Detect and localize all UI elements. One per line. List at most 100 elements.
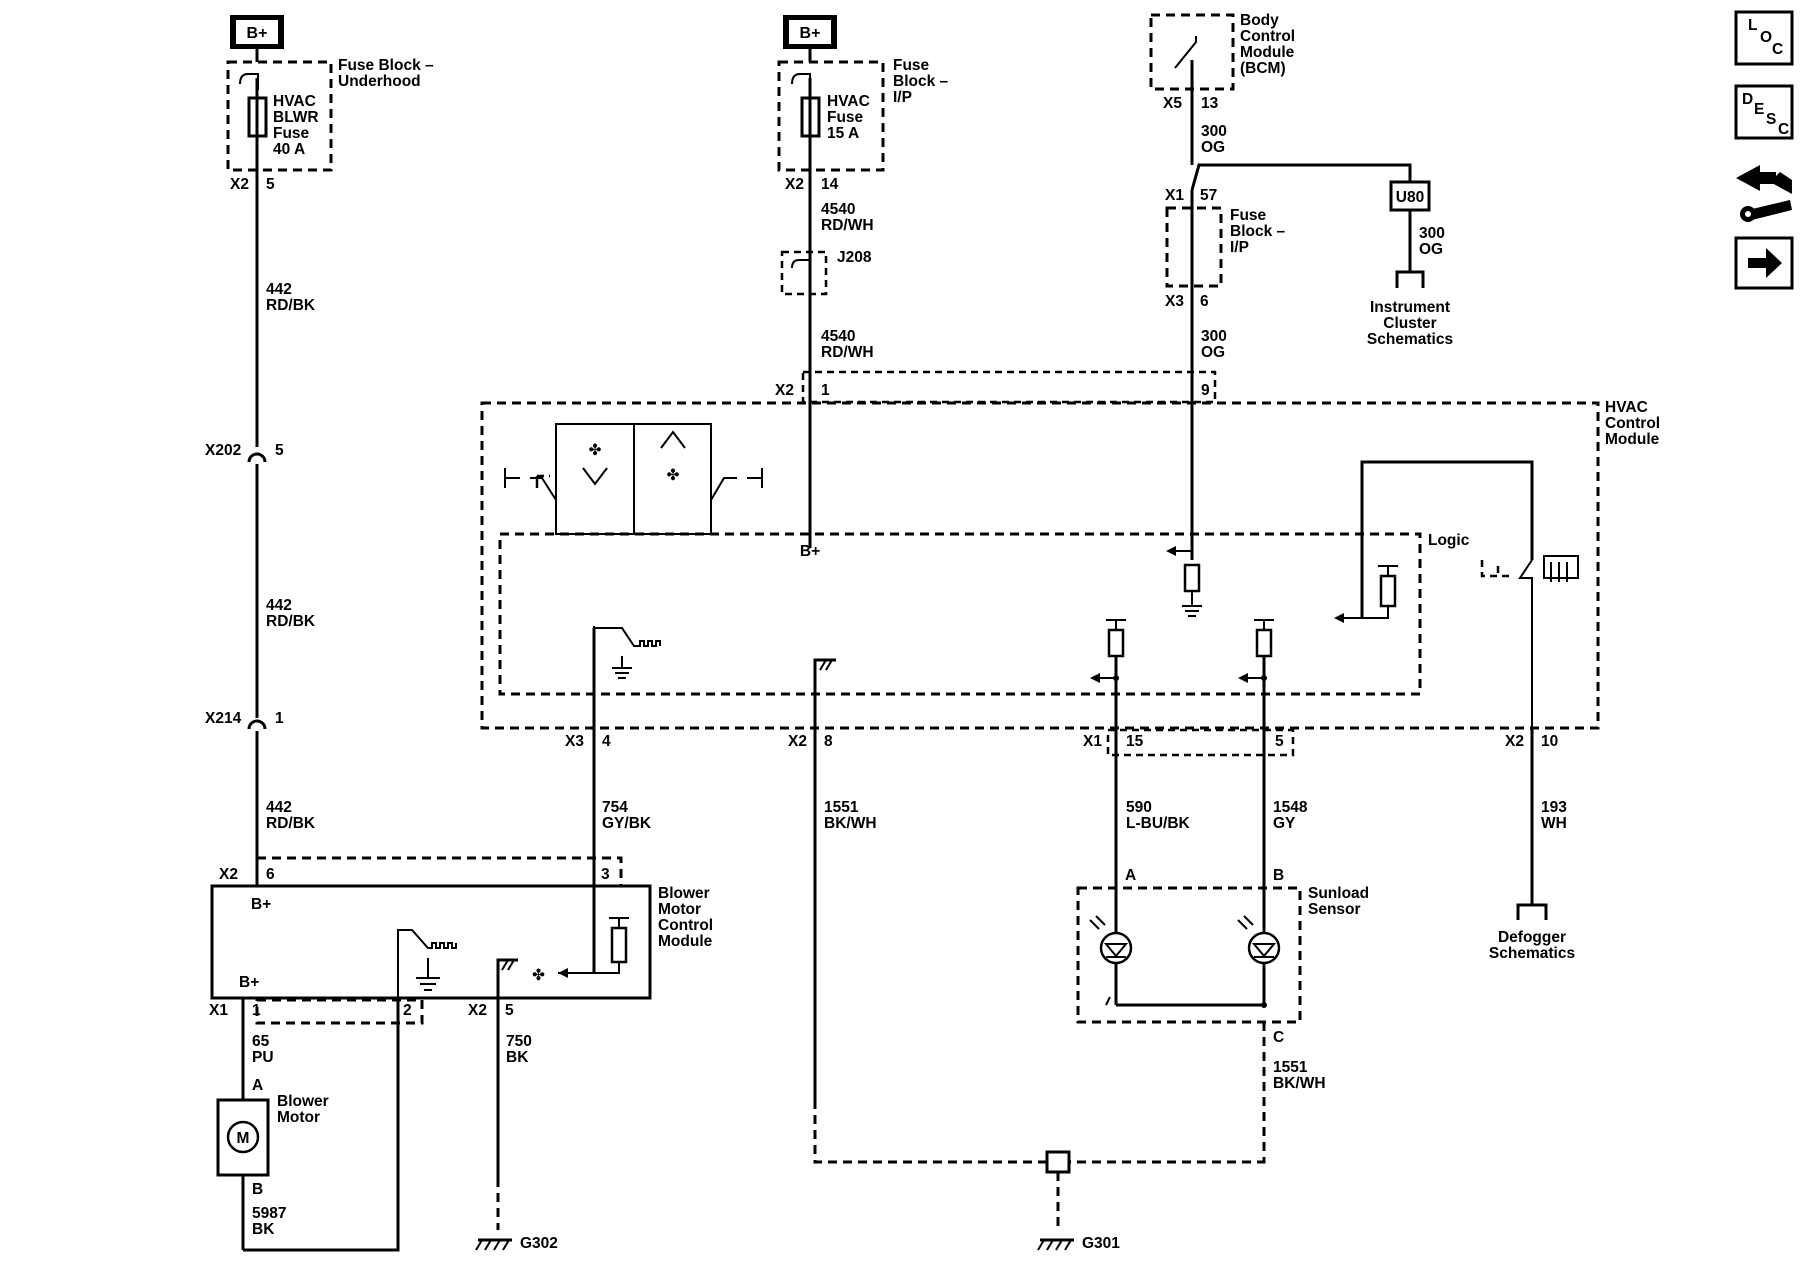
hvac-control-module: X2 1 9 HVAC Control Module Logic B+ ✤ ✤ — [480, 370, 1660, 730]
fuse-block-ip-mid: X1 57 Fuse Block – I/P X3 6 — [1165, 187, 1286, 310]
svg-text:O: O — [1760, 29, 1772, 46]
svg-text:Fuse: Fuse — [893, 57, 930, 74]
svg-text:1: 1 — [821, 382, 830, 399]
svg-text:Blower: Blower — [658, 885, 710, 902]
svg-text:10: 10 — [1541, 733, 1558, 750]
svg-text:RD/BK: RD/BK — [266, 815, 316, 832]
svg-text:I/P: I/P — [1230, 239, 1249, 256]
fan-down-icon: ✤ — [667, 467, 680, 484]
svg-text:14: 14 — [821, 176, 839, 193]
svg-text:1: 1 — [252, 1002, 261, 1019]
svg-text:(BCM): (BCM) — [1240, 60, 1286, 77]
svg-text:5987: 5987 — [252, 1205, 286, 1222]
svg-text:1551: 1551 — [824, 799, 859, 816]
desc-button[interactable]: D E S C — [1734, 84, 1794, 140]
connector-wrench-icon[interactable] — [1736, 165, 1792, 222]
splice-j208: J208 — [780, 249, 872, 296]
svg-text:HVAC: HVAC — [827, 93, 870, 110]
next-arrow-button[interactable] — [1734, 236, 1794, 290]
svg-text:B+: B+ — [247, 25, 268, 42]
svg-text:Fuse: Fuse — [827, 109, 864, 126]
svg-text:6: 6 — [266, 866, 275, 883]
svg-text:Control: Control — [658, 917, 713, 934]
svg-text:Control: Control — [1240, 28, 1295, 45]
svg-text:Instrument: Instrument — [1370, 299, 1450, 316]
svg-text:Fuse: Fuse — [273, 125, 310, 142]
svg-text:B+: B+ — [800, 25, 821, 42]
splice-x214: X214 1 — [205, 710, 284, 745]
wire-300-branch — [1190, 163, 1412, 191]
svg-text:B: B — [1273, 867, 1284, 884]
svg-text:HVAC: HVAC — [273, 93, 316, 110]
svg-text:X1: X1 — [209, 1002, 228, 1019]
svg-text:Module: Module — [658, 933, 713, 950]
svg-text:750: 750 — [506, 1033, 532, 1050]
svg-text:WH: WH — [1541, 815, 1567, 832]
svg-text:C: C — [1772, 41, 1783, 58]
wire-blower-return — [243, 998, 400, 1252]
svg-text:300: 300 — [1201, 123, 1227, 140]
svg-text:X5: X5 — [1163, 95, 1182, 112]
svg-text:E: E — [1754, 101, 1764, 118]
svg-text:300: 300 — [1201, 328, 1227, 345]
ground-loop-right — [1070, 1160, 1266, 1164]
svg-text:40 A: 40 A — [273, 141, 305, 158]
svg-text:C: C — [1778, 121, 1789, 138]
svg-text:Blower: Blower — [277, 1093, 329, 1110]
svg-text:5: 5 — [275, 442, 284, 459]
svg-text:B: B — [252, 1181, 263, 1198]
svg-text:A: A — [252, 1077, 263, 1094]
bplus-badge-left: B+ — [230, 15, 284, 49]
svg-text:RD/BK: RD/BK — [266, 297, 316, 314]
svg-text:Fuse Block –: Fuse Block – — [338, 57, 434, 74]
svg-text:M: M — [237, 1130, 250, 1147]
svg-text:Logic: Logic — [1428, 532, 1470, 549]
svg-text:X2: X2 — [230, 176, 249, 193]
svg-text:6: 6 — [1200, 293, 1209, 310]
svg-text:BK: BK — [506, 1049, 529, 1066]
svg-text:X3: X3 — [1165, 293, 1184, 310]
svg-text:Block –: Block – — [893, 73, 949, 90]
svg-text:X3: X3 — [565, 733, 584, 750]
svg-text:X202: X202 — [205, 442, 241, 459]
svg-text:U80: U80 — [1396, 189, 1424, 206]
svg-text:GY: GY — [1273, 815, 1296, 832]
chevron-up-icon — [660, 430, 686, 449]
svg-text:1548: 1548 — [1273, 799, 1308, 816]
svg-text:Fuse: Fuse — [1230, 207, 1267, 224]
svg-text:I/P: I/P — [893, 89, 912, 106]
svg-text:BK: BK — [252, 1221, 275, 1238]
defogger-grid-icon — [1543, 555, 1579, 579]
svg-text:3: 3 — [601, 866, 610, 883]
svg-text:B+: B+ — [251, 896, 271, 913]
svg-text:J208: J208 — [837, 249, 872, 266]
svg-text:193: 193 — [1541, 799, 1567, 816]
svg-text:Module: Module — [1605, 431, 1660, 448]
blower-motor-control-module: X2 6 3 B+ B+ Blower Motor Control Module… — [210, 856, 713, 1060]
photodiode-a-icon — [1099, 931, 1133, 965]
svg-text:C: C — [1273, 1029, 1284, 1046]
svg-text:15: 15 — [1126, 733, 1144, 750]
svg-text:L: L — [1748, 17, 1757, 34]
svg-text:X214: X214 — [205, 710, 242, 727]
svg-text:X2: X2 — [468, 1002, 487, 1019]
fuse-block-underhood: HVAC BLWR Fuse 40 A Fuse Block – Underho… — [226, 57, 434, 172]
svg-text:RD/WH: RD/WH — [821, 344, 874, 361]
svg-text:X2: X2 — [775, 382, 794, 399]
svg-text:RD/WH: RD/WH — [821, 217, 874, 234]
u80-connector: U80 — [1389, 180, 1431, 212]
svg-text:B+: B+ — [239, 974, 259, 991]
svg-text:442: 442 — [266, 799, 292, 816]
svg-text:Control: Control — [1605, 415, 1660, 432]
svg-text:Defogger: Defogger — [1498, 929, 1566, 946]
svg-text:Schematics: Schematics — [1489, 945, 1575, 962]
svg-text:Block –: Block – — [1230, 223, 1286, 240]
svg-text:9: 9 — [1201, 382, 1210, 399]
svg-text:G301: G301 — [1082, 1235, 1120, 1252]
loc-button[interactable]: L O C — [1734, 10, 1794, 66]
svg-text:OG: OG — [1419, 241, 1443, 258]
fan-up-icon: ✤ — [589, 442, 602, 459]
sunload-sensor: A B Sunload Sensor — [1076, 867, 1369, 1024]
svg-text:BK/WH: BK/WH — [824, 815, 877, 832]
